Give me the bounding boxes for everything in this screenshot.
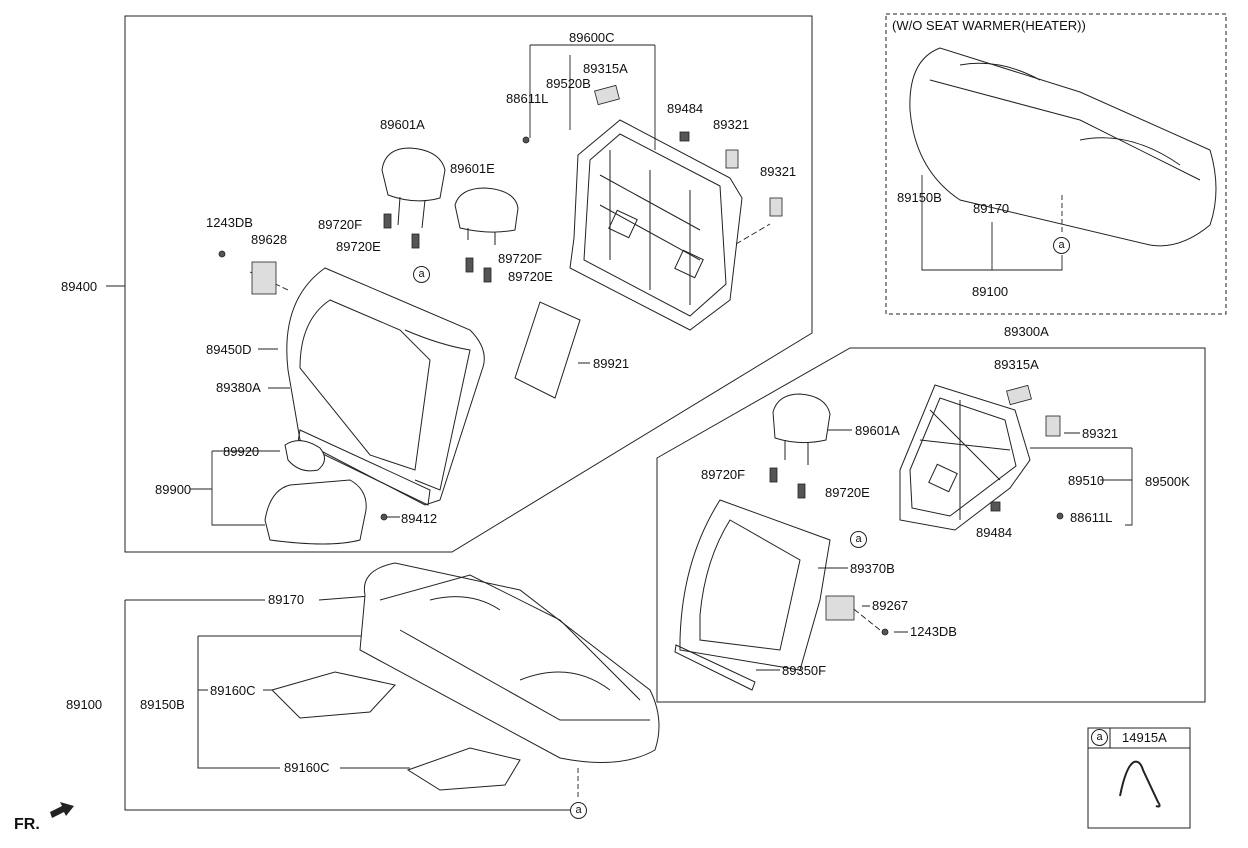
label-89720F-a: 89720F — [318, 217, 363, 232]
label-89720E-right: 89720E — [825, 485, 870, 500]
guide-89720F-r — [769, 467, 778, 483]
bracket-89628 — [251, 261, 277, 295]
guide-89720E-r — [797, 483, 806, 499]
circle-a-right: a — [1053, 237, 1070, 254]
legend-symbol: a — [1091, 729, 1108, 746]
label-89412: 89412 — [401, 511, 438, 526]
heater-mat-89160C-2 — [406, 747, 521, 791]
label-89920: 89920 — [223, 444, 260, 459]
label-89170-bottom: 89170 — [268, 592, 305, 607]
label-89601A-right: 89601A — [855, 423, 900, 438]
label-89370B: 89370B — [850, 561, 895, 576]
wo-seat-warmer-title: (W/O SEAT WARMER(HEATER)) — [892, 18, 1086, 33]
headrest-89601A-right — [772, 393, 831, 465]
label-88611L-right: 88611L — [1070, 510, 1113, 525]
label-88611L-top: 88611L — [506, 91, 549, 106]
label-89601E: 89601E — [450, 161, 495, 176]
label-1243DB-right: 1243DB — [910, 624, 957, 639]
clip-14915A-shape — [1119, 760, 1161, 808]
nut-89484-top — [679, 131, 690, 142]
label-89921: 89921 — [593, 356, 630, 371]
bracket-89321-b — [769, 197, 783, 217]
wo-seat-warmer-box — [885, 13, 1227, 315]
circle-a-bottom: a — [570, 802, 587, 819]
label-89628: 89628 — [251, 232, 288, 247]
bolt-1243DB-r — [881, 628, 889, 636]
label-89321-top1: 89321 — [713, 117, 750, 132]
label-89150B-bottom: 89150B — [140, 697, 185, 712]
circle-a-left: a — [413, 266, 430, 283]
label-89300A: 89300A — [1004, 324, 1049, 339]
group-border-seatback-right — [656, 347, 1206, 703]
label-89380A: 89380A — [216, 380, 261, 395]
label-89315A-right: 89315A — [994, 357, 1039, 372]
label-89170-right: 89170 — [973, 201, 1010, 216]
bracket-89150B — [197, 636, 280, 769]
label-89315A-top: 89315A — [583, 61, 628, 76]
clip-89315A-right — [1006, 384, 1032, 406]
seatback-left-89400 — [286, 267, 485, 506]
label-89720E-b: 89720E — [508, 269, 553, 284]
label-89720E-a: 89720E — [336, 239, 381, 254]
bolt-88611L-r — [1056, 512, 1064, 520]
bolt-88611L-top — [522, 136, 530, 144]
armrest-89900 — [264, 440, 367, 545]
guide-89720F-a — [383, 213, 392, 229]
label-89267: 89267 — [872, 598, 909, 613]
label-89720F-right: 89720F — [701, 467, 746, 482]
pad-89921 — [514, 301, 581, 399]
label-89900: 89900 — [155, 482, 192, 497]
seatback-frame-89300A — [899, 384, 1031, 531]
label-89450D: 89450D — [206, 342, 252, 357]
legend-box — [1087, 727, 1191, 829]
heater-mat-89160C-1 — [271, 671, 396, 719]
seatback-frame-89600C — [569, 119, 743, 331]
headrest-89601E — [454, 187, 519, 245]
seatback-right-89370B — [674, 499, 831, 691]
nut-89484-r — [990, 501, 1001, 512]
label-89150B-right: 89150B — [897, 190, 942, 205]
headrest-89601A-top — [381, 147, 446, 229]
label-89350F: 89350F — [782, 663, 827, 678]
guide-89720E-a — [411, 233, 420, 249]
legend-part-number: 14915A — [1122, 730, 1167, 745]
label-1243DB-top: 1243DB — [206, 215, 253, 230]
label-89510: 89510 — [1068, 473, 1105, 488]
label-89100-right: 89100 — [972, 284, 1009, 299]
label-89160C-1: 89160C — [210, 683, 256, 698]
label-89321-top2: 89321 — [760, 164, 797, 179]
label-89720F-b: 89720F — [498, 251, 543, 266]
clip-89315A-top — [594, 84, 620, 106]
bracket-89267 — [825, 595, 855, 621]
group-border-seatback-left — [124, 15, 813, 553]
front-arrow-icon — [50, 802, 74, 818]
bracket-89321-a — [725, 149, 739, 169]
label-89484-top: 89484 — [667, 101, 704, 116]
pin-89412 — [380, 513, 388, 521]
bracket-89100 — [124, 600, 570, 811]
label-89160C-2: 89160C — [284, 760, 330, 775]
label-89600C: 89600C — [569, 30, 615, 45]
label-89400: 89400 — [61, 279, 98, 294]
guide-89720E-b — [483, 267, 492, 283]
label-89484-right: 89484 — [976, 525, 1013, 540]
label-89601A-top: 89601A — [380, 117, 425, 132]
label-89321-right: 89321 — [1082, 426, 1119, 441]
label-89500K: 89500K — [1145, 474, 1190, 489]
circle-a-seatback: a — [850, 531, 867, 548]
bolt-1243DB-top — [218, 250, 226, 258]
seat-cushion-89170-topright — [909, 47, 1217, 247]
guide-89720F-b — [465, 257, 474, 273]
bracket-89321-r — [1045, 415, 1061, 437]
label-89520B: 89520B — [546, 76, 591, 91]
leader-lines — [106, 44, 1133, 800]
label-89100-bottom: 89100 — [66, 697, 103, 712]
front-marker: FR. — [14, 816, 40, 833]
seat-cushion-89170-bottom — [359, 562, 660, 763]
